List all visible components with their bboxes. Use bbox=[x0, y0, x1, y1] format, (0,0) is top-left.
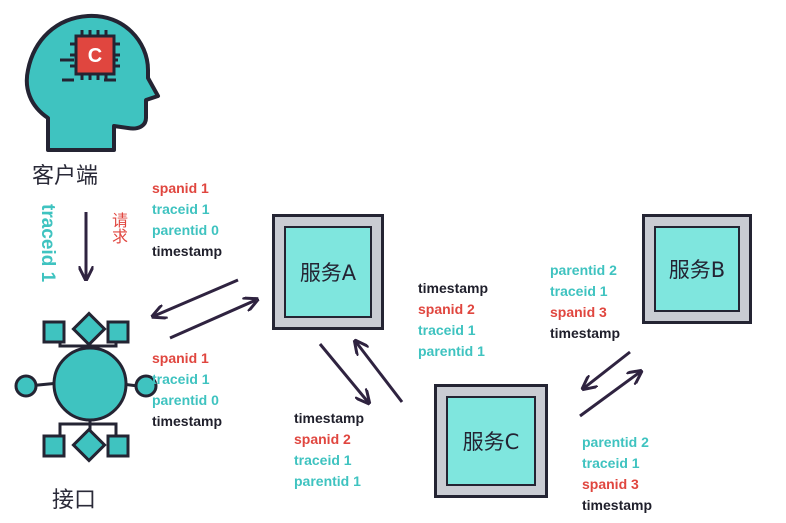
arrow-a-to-api bbox=[154, 278, 239, 316]
arrow-c-to-a bbox=[356, 342, 404, 403]
traceid-label: traceid 1 bbox=[152, 201, 210, 217]
spanid-label: spanid 3 bbox=[582, 476, 639, 492]
spanid-label: spanid 3 bbox=[550, 304, 607, 320]
timestamp-label: timestamp bbox=[152, 243, 223, 259]
client-label: 客户端 bbox=[32, 164, 99, 189]
arrow-b-to-c bbox=[584, 350, 631, 388]
arrow-c-to-b bbox=[579, 372, 640, 418]
span-c-to-b: parentid 2 traceid 1 spanid 3 timestamp bbox=[550, 262, 620, 346]
client-chip-letter: C bbox=[88, 45, 102, 67]
arrow-a-to-c bbox=[318, 343, 368, 402]
parentid-label: parentid 1 bbox=[418, 343, 485, 359]
service-b-box: 服务B bbox=[642, 214, 752, 324]
parentid-label: parentid 2 bbox=[582, 434, 649, 450]
span-a-to-api: spanid 1 traceid 1 parentid 0 timestamp bbox=[152, 350, 222, 434]
arrow-api-to-a bbox=[169, 300, 256, 340]
parentid-label: parentid 0 bbox=[152, 222, 219, 238]
traceid-label: traceid 1 bbox=[152, 371, 210, 387]
service-a-label: 服务A bbox=[284, 226, 372, 318]
service-c-box: 服务C bbox=[434, 384, 548, 498]
service-c-label: 服务C bbox=[446, 396, 536, 486]
api-hub-icon bbox=[14, 311, 158, 463]
traceid-label: traceid 1 bbox=[418, 322, 476, 338]
traceid-label: traceid 1 bbox=[294, 452, 352, 468]
timestamp-label: timestamp bbox=[582, 497, 653, 513]
timestamp-label: timestamp bbox=[152, 413, 223, 429]
timestamp-label: timestamp bbox=[294, 410, 365, 426]
span-api-to-a: spanid 1 traceid 1 parentid 0 timestamp bbox=[152, 180, 222, 264]
spanid-label: spanid 2 bbox=[418, 301, 475, 317]
service-b-label: 服务B bbox=[654, 226, 740, 312]
request-label: 请求 bbox=[109, 212, 128, 244]
spanid-label: spanid 1 bbox=[152, 180, 209, 196]
timestamp-label: timestamp bbox=[418, 280, 489, 296]
api-label: 接口 bbox=[52, 488, 97, 513]
spanid-label: spanid 1 bbox=[152, 350, 209, 366]
span-b-to-c: parentid 2 traceid 1 spanid 3 timestamp bbox=[582, 434, 652, 518]
traceid-label: traceid 1 bbox=[582, 455, 640, 471]
span-c-to-a: timestamp spanid 2 traceid 1 parentid 1 bbox=[418, 280, 488, 364]
timestamp-label: timestamp bbox=[550, 325, 621, 341]
client-head-icon: C bbox=[24, 13, 160, 152]
traceid-label: traceid 1 bbox=[550, 283, 608, 299]
parentid-label: parentid 2 bbox=[550, 262, 617, 278]
span-a-to-c: timestamp spanid 2 traceid 1 parentid 1 bbox=[294, 410, 364, 494]
service-a-box: 服务A bbox=[272, 214, 384, 330]
parentid-label: parentid 0 bbox=[152, 392, 219, 408]
parentid-label: parentid 1 bbox=[294, 473, 361, 489]
request-traceid-label: traceid 1 bbox=[37, 204, 58, 283]
spanid-label: spanid 2 bbox=[294, 431, 351, 447]
